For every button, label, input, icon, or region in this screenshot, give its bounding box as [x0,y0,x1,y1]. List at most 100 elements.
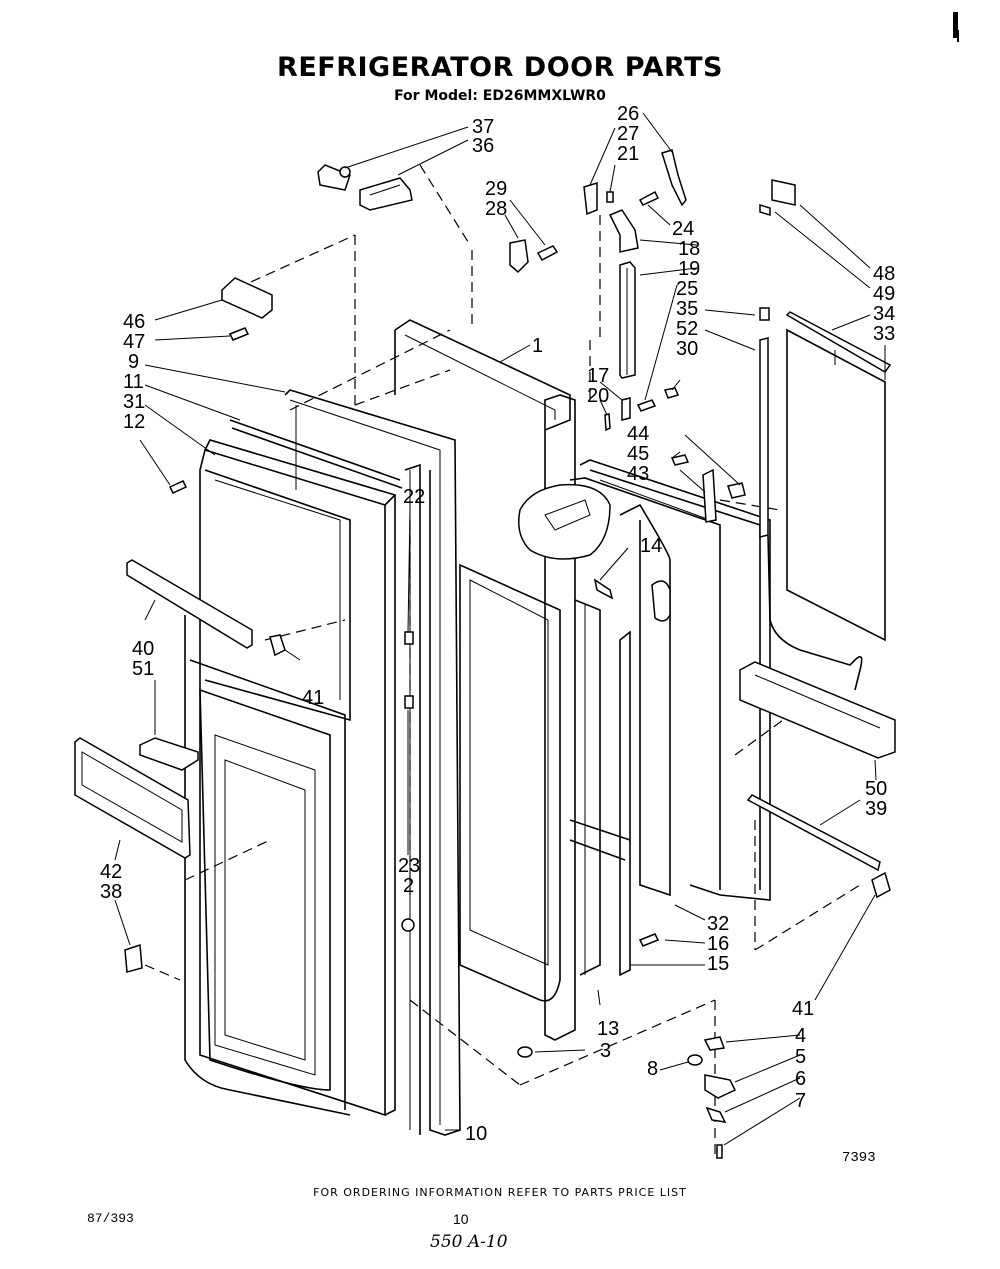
part-52-trim [759,337,863,691]
callout-49: 49 [873,283,895,305]
callout-52: 52 [676,318,698,340]
callout-33: 33 [873,323,895,345]
callout-35: 35 [676,298,698,320]
callout-2: 2 [403,875,414,897]
part-6-shim [705,1106,727,1123]
callout-13: 13 [597,1018,619,1040]
callout-34: 34 [873,303,895,325]
callout-29: 29 [485,178,507,200]
callout-15: 15 [707,953,729,975]
part-26-hinge-arm [661,149,687,207]
part-7-screw [716,1144,723,1159]
scan-mark-tail [957,30,959,42]
part-39-strip [746,794,881,872]
part-48-pad [771,179,796,206]
callout-14: 14 [640,535,662,557]
part-40-shelf-strip [126,559,253,649]
part-42-guard [74,737,191,859]
part-dispenser-bracket [651,580,671,622]
callout-20: 20 [587,385,609,407]
part-2-washer [401,918,415,932]
freezer-door-shell [184,439,397,1117]
callout-40: 40 [132,638,154,660]
part-51-shelf [139,737,199,771]
callout-23: 23 [398,855,420,877]
callout-41-upper: 41 [302,687,324,709]
fresh-food-door-liner [394,319,601,1041]
callout-47: 47 [123,331,145,353]
callout-28: 28 [485,198,507,220]
part-12-screw [168,480,188,494]
callout-6: 6 [795,1068,806,1090]
part-41-clip-lower [871,871,891,899]
callout-41-lower: 41 [792,998,814,1020]
part-45-screw [670,454,690,466]
callout-18: 18 [678,238,700,260]
page-number: 10 [453,1211,469,1227]
part-27-bracket [583,181,598,216]
part-16-screw [638,933,660,947]
part-49-pad-small [759,203,771,217]
part-41-clip-upper [269,634,286,657]
part-33-panel [786,328,886,642]
part-35-cap [759,307,770,321]
callout-30: 30 [676,338,698,360]
model-subtitle: For Model: ED26MMXLWR0 [394,88,606,104]
part-38-clip [124,943,143,973]
callout-17: 17 [587,365,609,387]
ordering-note: FOR ORDERING INFORMATION REFER TO PARTS … [313,1186,687,1199]
part-28-clip [509,239,529,274]
part-47-screw [228,327,250,341]
callout-10: 10 [465,1123,487,1145]
callout-21: 21 [617,143,639,165]
callout-27: 27 [617,123,639,145]
part-24-screw [638,190,660,206]
scan-mark [953,12,958,38]
callout-24: 24 [672,218,694,240]
part-37-hinge-bracket [317,164,351,191]
callout-39: 39 [865,798,887,820]
callout-44: 44 [627,423,649,445]
callout-48: 48 [873,263,895,285]
callout-1: 1 [532,335,543,357]
callout-8: 8 [647,1058,658,1080]
callout-12: 12 [123,411,145,433]
callout-50: 50 [865,778,887,800]
part-29-screw [536,245,559,262]
callout-labels: 37 36 29 28 26 27 21 24 18 19 25 35 52 3… [100,103,895,1145]
callout-7: 7 [795,1090,806,1112]
callout-32: 32 [707,913,729,935]
callout-43: 43 [627,463,649,485]
part-22-spacer [404,631,414,645]
callout-25: 25 [676,278,698,300]
callout-11: 11 [123,371,144,393]
callout-19: 19 [678,258,700,280]
part-21-nut [606,191,614,203]
callout-45: 45 [627,443,649,465]
callout-3: 3 [600,1040,611,1062]
callout-31: 31 [123,391,145,413]
part-17-bracket [621,397,631,421]
callout-37: 37 [472,116,494,138]
part-25-screw [636,399,657,412]
callout-51: 51 [132,658,154,680]
callout-9: 9 [128,351,139,373]
part-46-hinge [221,277,273,319]
leader-lines [114,112,886,1146]
callout-46: 46 [123,311,145,333]
callout-36: 36 [472,135,494,157]
callout-22: 22 [403,486,425,508]
handwritten-note: 550 A-10 [430,1232,508,1252]
callout-4: 4 [795,1025,806,1047]
part-44-bracket [727,482,746,499]
dispenser-chute [518,483,611,560]
part-3-bushing [517,1046,533,1058]
part-spacer-lower [404,695,414,709]
part-30-block [663,387,680,399]
callout-16: 16 [707,933,729,955]
part-34-strip [785,311,892,373]
part-14-gasket-strip [593,578,614,600]
callout-5: 5 [795,1046,806,1068]
part-19-handle-strip [619,261,636,379]
